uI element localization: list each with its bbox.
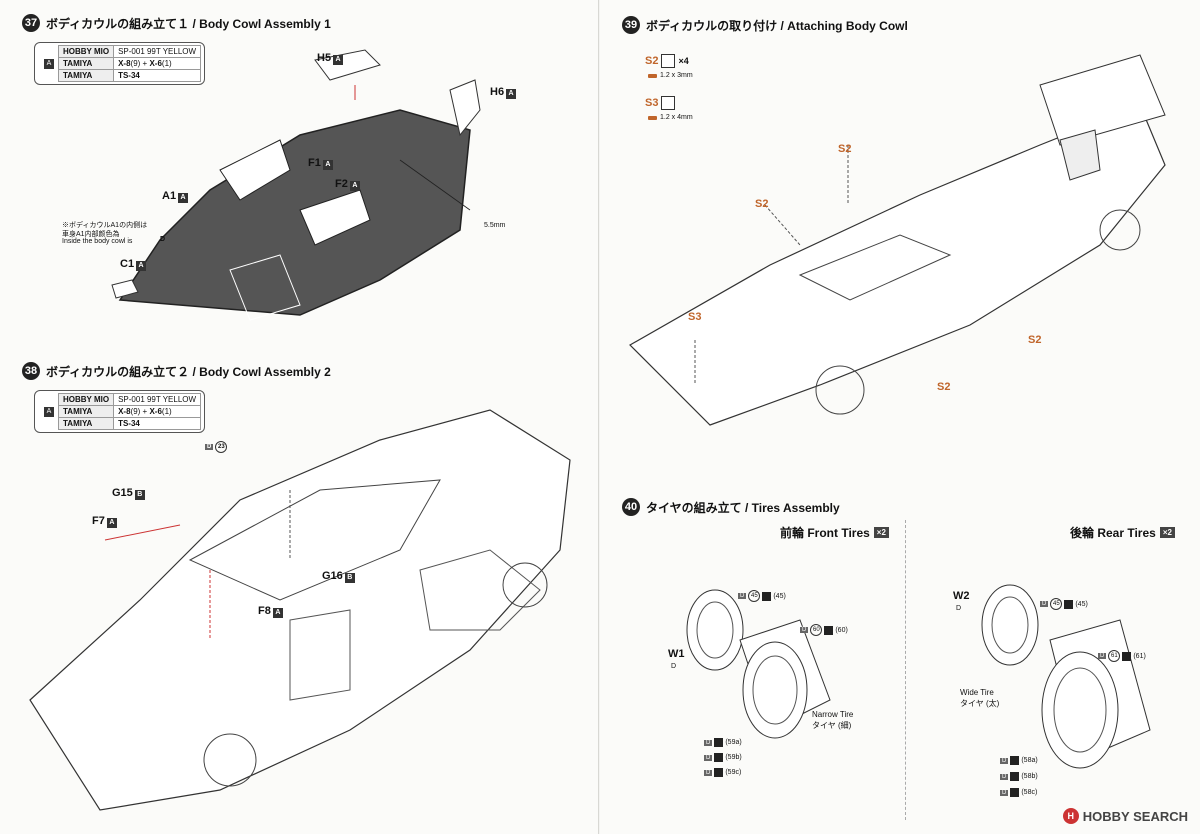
narrow-tire-label-jp: タイヤ (細) [812, 721, 852, 730]
narrow-tire-label: Narrow Tire [812, 710, 854, 719]
screw-s2-legend: S2×4 [645, 54, 689, 68]
size-5-5mm: 5.5mm [484, 222, 506, 229]
screw-s3-spec: 1.2 x 4mm [648, 114, 693, 121]
note-line-1: ※ボディカウルA1の内側は [62, 222, 148, 229]
step-39-number: 39 [622, 16, 640, 34]
front-tire-drawing [686, 589, 831, 739]
tires-divider [905, 520, 906, 820]
paint-code-2: X-8 [118, 59, 131, 68]
body-cowl-2-drawing [29, 409, 571, 811]
wide-tire-label-jp: タイヤ (太) [960, 699, 1000, 708]
step-40-header: 40 タイヤの組み立て / Tires Assembly [622, 498, 840, 516]
rear-decal-58b: D(58b) [1000, 772, 1038, 781]
screw-label-s2-right: S2 [1028, 334, 1042, 346]
hobby-search-watermark: H HOBBY SEARCH [1062, 808, 1188, 824]
paint-code-2c: X-6 [149, 59, 162, 68]
step-37-header: 37 ボディカウルの組み立て１ / Body Cowl Assembly 1 [22, 14, 331, 32]
screw-label-s2-bottom: S2 [937, 381, 951, 393]
car-body-drawing [629, 54, 1166, 426]
rear-tires-header: 後輪 Rear Tires×2 [1070, 524, 1175, 541]
wide-tire-label: Wide Tire [960, 688, 994, 697]
rear-wheel-w2-label: W2 [953, 590, 970, 602]
note-line-2: 車身A1内部颜色為 [62, 231, 120, 238]
step-37-number: 37 [22, 14, 40, 32]
screw-label-s2-left: S2 [755, 198, 769, 210]
rear-decal-58a: D(58a) [1000, 756, 1038, 765]
step-39-title: ボディカウルの取り付け / Attaching Body Cowl [646, 18, 908, 33]
step-40-title: タイヤの組み立て / Tires Assembly [646, 500, 840, 515]
front-decal-59c: D(59c) [704, 768, 742, 777]
screw-s3-legend: S3 [645, 96, 676, 110]
paint-tag: A [44, 59, 54, 69]
paint-code-3: TS-34 [118, 71, 140, 80]
note-color-d: D [160, 236, 166, 243]
rear-decal-58c: D(58c) [1000, 788, 1038, 797]
paint-brand-3: TAMIYA [57, 69, 115, 82]
paint-code-2c-ratio: (1) [161, 59, 172, 68]
screw-s2-spec: 1.2 x 3mm [648, 72, 693, 79]
rear-wheel-w2-tag: D [956, 605, 962, 612]
screw-label-s3: S3 [688, 311, 702, 323]
front-decal-59b: D(59b) [704, 753, 742, 762]
rear-tire-drawing [981, 584, 1151, 769]
step-37-title: ボディカウルの組み立て１ / Body Cowl Assembly 1 [46, 16, 331, 31]
note-line-3: Inside the body cowl is [62, 238, 133, 245]
paint-code-2-ratio: (9) [130, 59, 141, 68]
paint-brand-2: TAMIYA [57, 57, 115, 70]
front-tires-header: 前輪 Front Tires×2 [780, 524, 889, 541]
step-38-number: 38 [22, 362, 40, 380]
step-39-header: 39 ボディカウルの取り付け / Attaching Body Cowl [622, 16, 908, 34]
front-wheel-w1-tag: D [671, 663, 677, 670]
front-wheel-w1-label: W1 [668, 648, 685, 660]
hobby-search-logo-icon: H [1062, 808, 1079, 824]
step-40-number: 40 [622, 498, 640, 516]
step-38-title: ボディカウルの組み立て２ / Body Cowl Assembly 2 [46, 364, 331, 379]
screw-label-s2-top: S2 [838, 143, 852, 155]
paint-plus: + [142, 59, 148, 68]
front-decal-59a: D(59a) [704, 738, 742, 747]
body-cowl-1-drawing [111, 49, 481, 321]
step-38-header: 38 ボディカウルの組み立て２ / Body Cowl Assembly 2 [22, 362, 331, 380]
